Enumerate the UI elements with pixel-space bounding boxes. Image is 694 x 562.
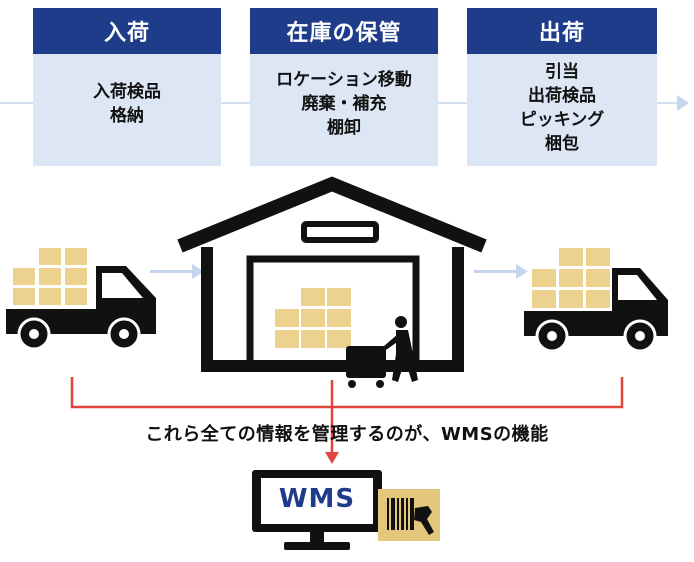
warehouse-icon [177, 176, 487, 372]
wms-label: WMS [278, 484, 356, 514]
stage-title: 出荷 [467, 8, 657, 54]
caption: これら全ての情報を管理するのが、WMSの機能 [145, 424, 549, 445]
incoming-truck-icon [6, 246, 156, 351]
stage-item: ピッキング [519, 110, 605, 130]
stage-panel: ロケーション移動 廃棄・補充 棚卸 [250, 54, 438, 166]
stage-item: 入荷検品 [93, 82, 161, 102]
stage-item: 梱包 [545, 134, 579, 154]
flow-arrow-icon [150, 264, 528, 279]
barcode-scanner-icon [378, 489, 440, 541]
arrow-down-icon [325, 452, 339, 464]
stage-panel: 入荷検品 格納 [33, 54, 221, 166]
stage-item: 棚卸 [327, 118, 361, 138]
stage-item: ロケーション移動 [276, 70, 412, 90]
stage-panel: 引当 出荷検品 ピッキング 梱包 [467, 54, 657, 166]
stage-inbound: 入荷 入荷検品 格納 [33, 8, 221, 166]
worker-with-cart-icon [346, 316, 418, 388]
stage-item: 引当 [545, 62, 579, 82]
stage-item: 格納 [110, 106, 144, 126]
wms-monitor-icon [252, 470, 382, 550]
stage-outbound: 出荷 引当 出荷検品 ピッキング 梱包 [467, 8, 657, 166]
bracket-connector [70, 377, 624, 454]
outgoing-truck-icon [524, 246, 668, 353]
flow-arrow-icon [677, 95, 689, 111]
stage-title: 在庫の保管 [250, 8, 438, 54]
stage-title: 入荷 [33, 8, 221, 54]
stage-item: 出荷検品 [528, 86, 596, 106]
stage-item: 廃棄・補充 [301, 94, 387, 114]
stage-storage: 在庫の保管 ロケーション移動 廃棄・補充 棚卸 [250, 8, 438, 166]
